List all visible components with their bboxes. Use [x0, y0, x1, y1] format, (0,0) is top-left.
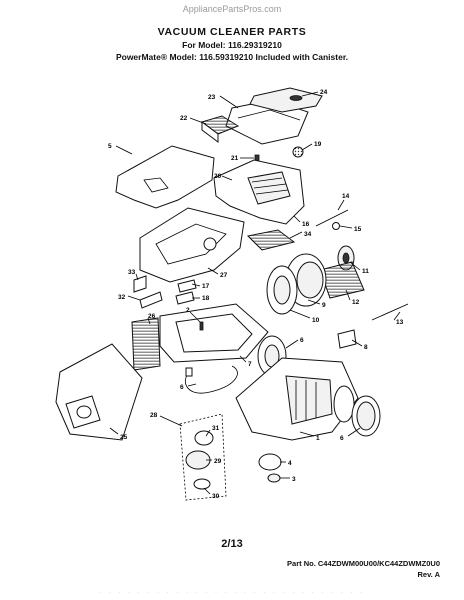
part-14-rod [371, 303, 409, 321]
page-number: 2/13 [221, 538, 243, 550]
part-23-filter [200, 115, 240, 143]
part-9-plate [337, 329, 357, 349]
part-21-upper-housing [213, 159, 305, 225]
callout-34: 33 [128, 269, 136, 276]
part-5-caster [258, 453, 282, 471]
callout-7: 6 [180, 384, 184, 391]
callout-6-lower: 6 [340, 435, 344, 442]
callout-24: 23 [208, 94, 216, 101]
part-27-filter [131, 317, 161, 371]
watermark-text: AppliancePartsPros.com [182, 4, 282, 14]
callout-13: 12 [352, 299, 360, 306]
callout-28: 27 [220, 272, 228, 279]
callout-19: 18 [202, 295, 210, 302]
callout-18: 17 [202, 283, 210, 290]
callout-numbers: 23 24 22 5 21 19 20 16 34 14 15 11 12 9 … [108, 89, 404, 500]
footer-watermark: · · · · · · · · · · · · · · · · · · · · … [99, 590, 365, 596]
part-13-pad [319, 261, 365, 299]
part-33-bracket [139, 291, 163, 309]
callout-5: 4 [288, 460, 292, 467]
part-7-connector [185, 367, 193, 377]
callout-25: 24 [320, 89, 328, 96]
callout-35: 34 [304, 231, 312, 238]
part-34-latch [133, 275, 147, 293]
part-18-clip [177, 279, 197, 293]
callout-31: 30 [212, 493, 220, 500]
callout-23: 22 [180, 115, 188, 122]
callout-17: 16 [302, 221, 310, 228]
part-19-clip [175, 291, 195, 305]
part-7-hose [185, 365, 238, 394]
callout-16: 15 [354, 226, 362, 233]
part-3-hub [267, 473, 281, 483]
part-8-gasket [159, 303, 269, 363]
callout-6-upper: 6 [300, 337, 304, 344]
callout-11: 10 [312, 317, 320, 324]
callout-21: 20 [214, 173, 222, 180]
revision: Rev. A [417, 570, 440, 579]
callout-10: 9 [322, 302, 326, 309]
part-31-ring [193, 478, 211, 490]
callout-1: 1 [316, 435, 320, 442]
callout-4: 5 [108, 143, 112, 150]
callout-2: 2 [186, 307, 190, 314]
page-title: VACUUM CLEANER PARTS [157, 26, 307, 38]
callout-33: 32 [118, 294, 126, 301]
callout-14: 13 [396, 319, 404, 326]
part-29-assembly-outline [179, 413, 227, 501]
part-1-canister-body [235, 357, 359, 441]
leader-lines [109, 91, 401, 495]
callout-27: 26 [148, 313, 156, 320]
callout-26: 25 [120, 434, 128, 441]
callout-3: 3 [292, 476, 296, 483]
part-11-wheel [266, 265, 298, 315]
powermate-model-line: PowerMate® Model: 116.59319210 Included … [115, 52, 349, 62]
part-25-handle [249, 87, 323, 113]
part-26-dust-bag [55, 343, 143, 441]
callout-29: 28 [150, 412, 158, 419]
callout-9: 8 [364, 344, 368, 351]
callout-15: 14 [342, 193, 350, 200]
callout-12: 11 [362, 268, 369, 275]
part-15-rod [315, 209, 349, 227]
callout-20: 19 [314, 141, 322, 148]
part-36-screen [246, 229, 296, 251]
model-line: For Model: 116.29319210 [182, 40, 282, 50]
part-2-pin [199, 321, 204, 331]
part-number: Part No. C44ZDWM00U00/KC44ZDWMZ0U0 [287, 559, 440, 568]
page-header: VACUUM CLEANER PARTS For Model: 116.2931… [0, 26, 464, 62]
part-28-lower-chassis [139, 207, 245, 283]
part-32-swivel [194, 430, 214, 446]
callout-22: 21 [231, 155, 239, 162]
part-6-wheel-rear [351, 395, 381, 437]
callout-8: 7 [248, 361, 252, 368]
part-20-knob [292, 146, 304, 158]
callout-30: 29 [214, 458, 222, 465]
part-4-cover [115, 145, 215, 209]
part-number-block: Part No. C44ZDWM00U00/KC44ZDWMZ0U0 Rev. … [287, 558, 440, 580]
part-16-washer [332, 222, 340, 230]
callout-32: 31 [212, 425, 220, 432]
